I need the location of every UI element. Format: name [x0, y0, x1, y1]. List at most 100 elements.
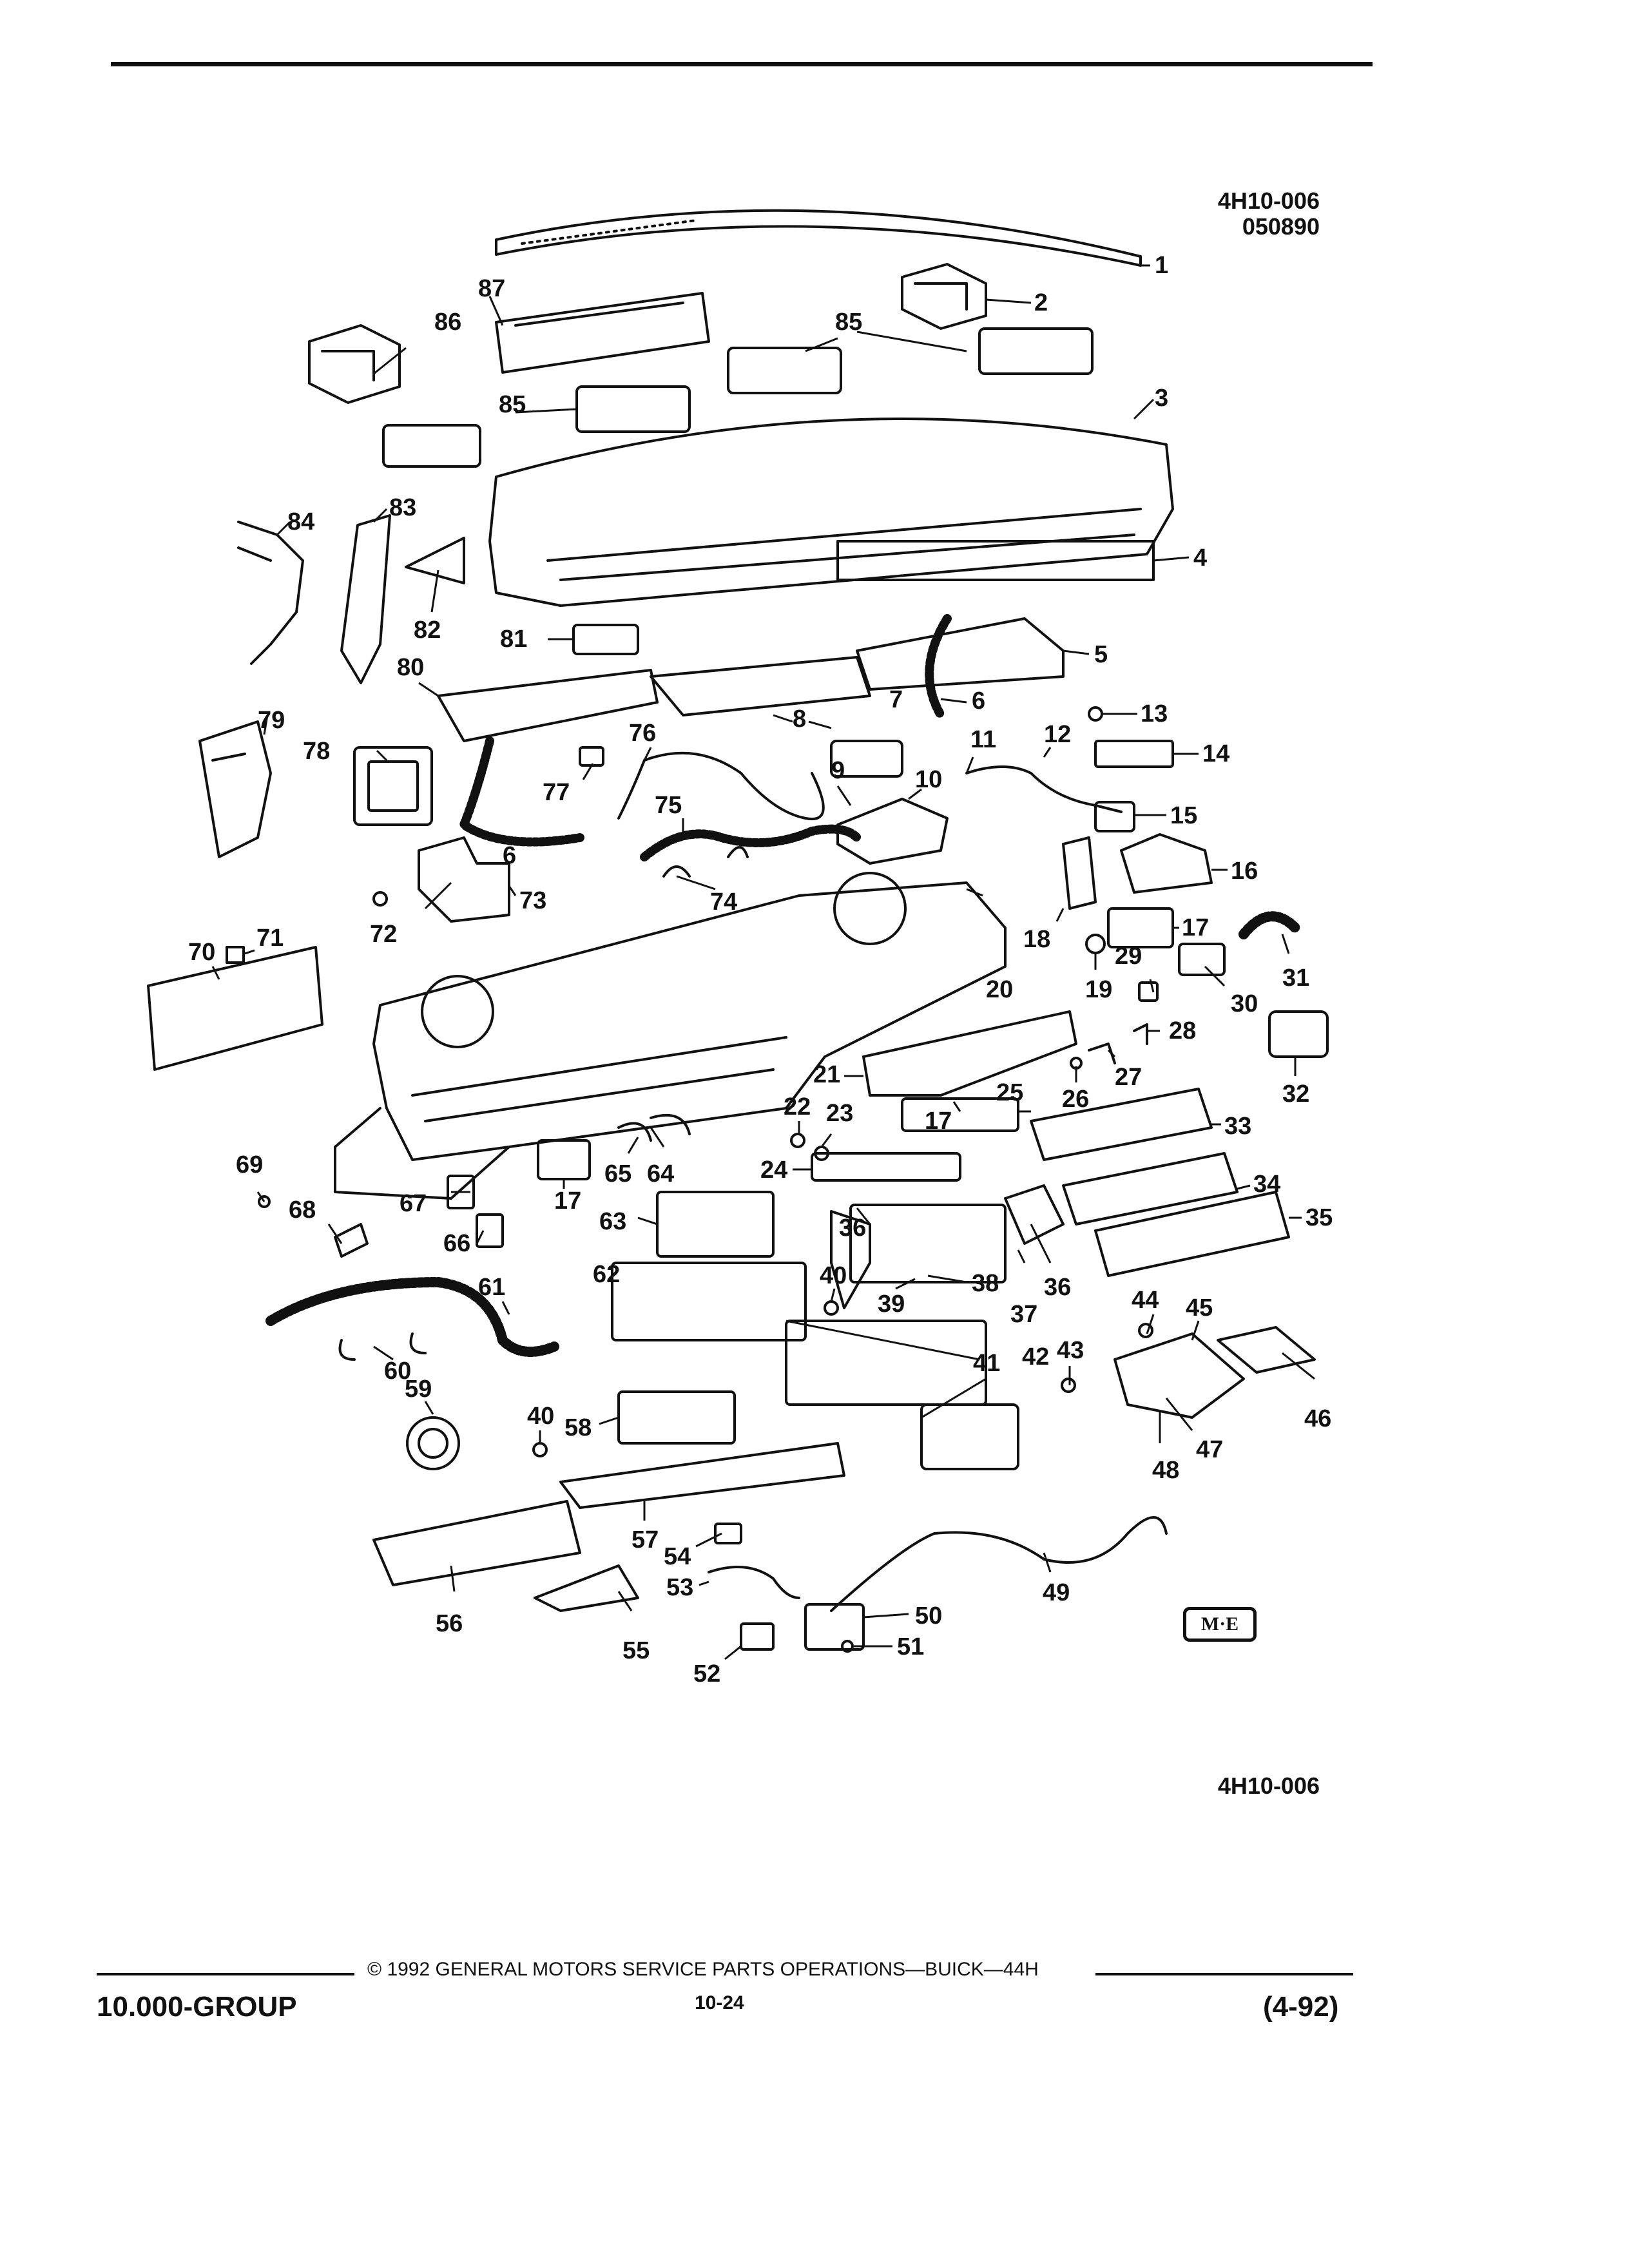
- callout-83: 83: [389, 494, 416, 521]
- part-instrument-panel-pad: [488, 418, 1174, 607]
- callout-85-top: 85: [835, 309, 862, 336]
- callout-8: 8: [793, 706, 806, 733]
- part-trim-57: [559, 1442, 845, 1509]
- callout-56: 56: [436, 1610, 463, 1637]
- callout-81: 81: [500, 626, 527, 653]
- part-lower-trim: [836, 540, 1155, 581]
- callout-29: 29: [1115, 943, 1142, 970]
- part-screw-13: [1088, 706, 1103, 722]
- callout-73: 73: [519, 887, 546, 914]
- callout-7: 7: [889, 686, 903, 713]
- callout-9: 9: [831, 757, 845, 784]
- footer-copyright: © 1992 GENERAL MOTORS SERVICE PARTS OPER…: [367, 1959, 1039, 1980]
- callout-1: 1: [1155, 252, 1168, 279]
- part-hose-left: [459, 736, 584, 847]
- part-clips-74: [662, 846, 749, 878]
- callout-65: 65: [604, 1160, 631, 1187]
- part-screw-69: [258, 1195, 271, 1208]
- part-screw-44: [1138, 1323, 1153, 1338]
- part-screw-51: [841, 1640, 854, 1653]
- part-screw-43: [1061, 1378, 1076, 1393]
- callout-69: 69: [236, 1151, 263, 1178]
- part-cable-49: [830, 1516, 1168, 1612]
- callout-17-center: 17: [925, 1108, 952, 1135]
- part-hose-right: [925, 614, 952, 720]
- part-clip-28: [1133, 1023, 1148, 1045]
- callout-40: 40: [820, 1262, 847, 1289]
- part-screw-72: [372, 891, 388, 907]
- callout-40-lower: 40: [527, 1403, 554, 1430]
- part-duct-center: [650, 656, 871, 716]
- callout-34: 34: [1253, 1171, 1280, 1198]
- footer-rule-right: [1095, 1973, 1353, 1975]
- callout-22: 22: [784, 1093, 811, 1120]
- part-cluster-62: [611, 1262, 807, 1341]
- part-cover-56: [372, 1500, 581, 1586]
- callout-6-left: 6: [503, 842, 516, 869]
- callout-15: 15: [1170, 802, 1197, 829]
- callout-54: 54: [664, 1543, 691, 1570]
- callout-72: 72: [370, 921, 397, 948]
- part-bezel-17-right: [1107, 907, 1174, 948]
- callout-46: 46: [1304, 1405, 1331, 1432]
- callout-25: 25: [996, 1079, 1023, 1106]
- callout-10: 10: [915, 766, 942, 793]
- part-defroster-grille: [495, 209, 1142, 267]
- part-knob-29: [1138, 981, 1159, 1002]
- callout-50: 50: [915, 1602, 942, 1629]
- callout-68: 68: [289, 1196, 316, 1224]
- part-duct-right: [856, 617, 1065, 691]
- callout-3: 3: [1155, 385, 1168, 412]
- callout-58: 58: [564, 1414, 592, 1441]
- part-bezel-24: [811, 1152, 961, 1182]
- part-harness-11: [965, 765, 1123, 813]
- callout-36-left: 36: [839, 1215, 866, 1242]
- part-switch-25: [901, 1097, 1019, 1132]
- callout-55: 55: [622, 1637, 650, 1664]
- part-bezel-17-left: [537, 1139, 591, 1180]
- part-clips-60: [338, 1332, 427, 1361]
- part-air-outlet-right: [978, 327, 1094, 375]
- figure-ref-bottom: 4H10-006: [1217, 1773, 1320, 1799]
- figure-ref-date: 050890: [1242, 213, 1320, 240]
- part-side-outlet-right: [901, 263, 987, 330]
- callout-48: 48: [1152, 1457, 1179, 1484]
- callout-80: 80: [397, 654, 424, 681]
- part-clip-27: [1088, 1043, 1116, 1064]
- callout-36-right: 36: [1044, 1274, 1071, 1301]
- callout-19: 19: [1085, 976, 1112, 1003]
- callout-14: 14: [1202, 740, 1229, 767]
- part-bracket-18: [1062, 836, 1097, 910]
- figure-ref-id: 4H10-006: [1217, 187, 1320, 214]
- part-air-outlet-left: [575, 385, 691, 433]
- footer-rule-left: [97, 1973, 354, 1975]
- part-bezel-41: [785, 1320, 987, 1406]
- part-radio-63: [656, 1191, 775, 1258]
- callout-39: 39: [878, 1291, 905, 1318]
- callout-71: 71: [256, 925, 284, 952]
- part-knob-19: [1085, 934, 1106, 954]
- callout-5: 5: [1094, 641, 1108, 668]
- part-bracket-83: [340, 514, 391, 684]
- top-rule: [111, 62, 1373, 66]
- callout-67: 67: [400, 1190, 427, 1217]
- callout-87: 87: [478, 275, 505, 302]
- part-bracket-55: [534, 1564, 639, 1612]
- callout-63: 63: [599, 1208, 626, 1235]
- part-grommet-59: [406, 1416, 460, 1470]
- part-nut-40: [824, 1300, 839, 1316]
- part-nut-71: [226, 946, 245, 964]
- callout-79: 79: [258, 707, 285, 734]
- callout-78: 78: [303, 738, 330, 765]
- part-air-outlet-center: [727, 347, 842, 394]
- callout-23: 23: [826, 1100, 853, 1127]
- callout-44: 44: [1132, 1287, 1159, 1314]
- part-bracket-84: [237, 521, 304, 665]
- callout-37: 37: [1010, 1301, 1037, 1328]
- part-connector-14: [1094, 740, 1174, 768]
- callout-17-right: 17: [1182, 914, 1209, 941]
- part-nut-40-lower: [532, 1442, 548, 1457]
- callout-45: 45: [1186, 1294, 1213, 1321]
- callout-2: 2: [1034, 289, 1048, 316]
- part-lamp-32: [1268, 1010, 1329, 1058]
